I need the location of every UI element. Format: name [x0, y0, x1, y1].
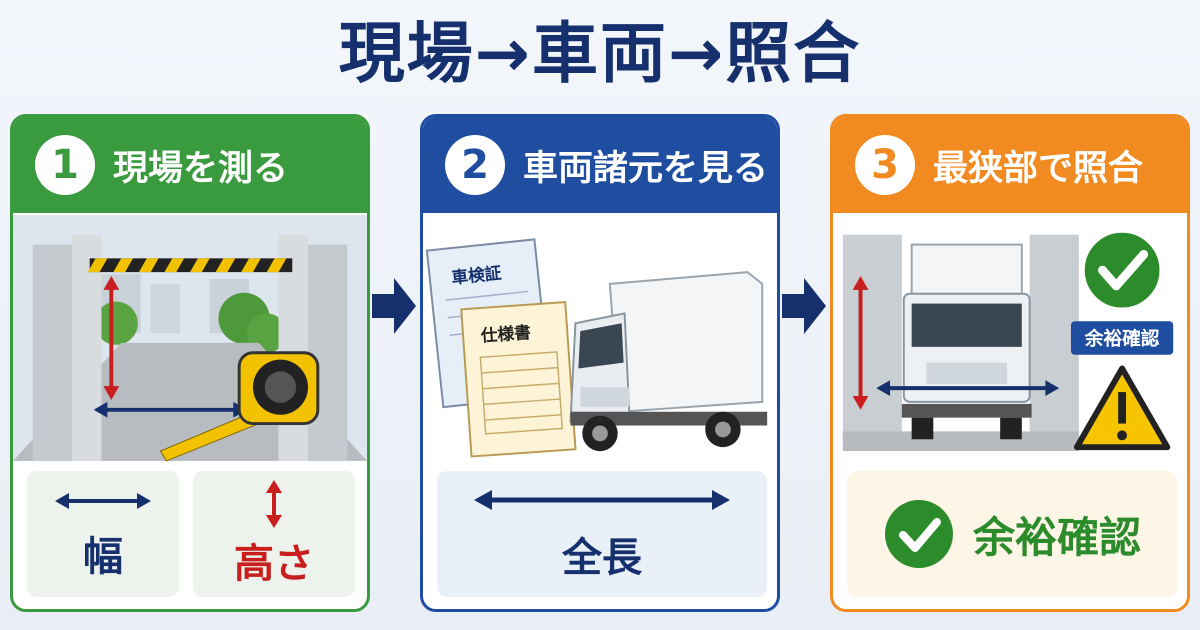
step-3-header: 3 最狭部で照合 [833, 117, 1187, 213]
width-arrow [876, 380, 1060, 397]
margin-badge-label: 余裕確認 [1084, 328, 1160, 350]
barrier-icon [87, 258, 293, 273]
step-1-header: 1 現場を測る [13, 117, 367, 213]
arrow-right-icon [782, 278, 826, 334]
height-arrow [103, 276, 120, 400]
check-icon [1080, 228, 1164, 312]
spec-doc-label: 仕様書 [479, 322, 532, 346]
width-label-box: 幅 [27, 471, 179, 597]
height-arrow [852, 276, 869, 410]
tape-measure-icon [159, 351, 320, 462]
width-arrow-icon [55, 493, 151, 509]
check-icon [884, 500, 953, 568]
height-arrow-icon [266, 480, 282, 528]
step-2-title: 車両諸元を見る [523, 148, 769, 189]
arrow-right-icon [372, 278, 416, 334]
warning-icon [1073, 365, 1171, 451]
spec-document-icon: 仕様書 [460, 301, 577, 458]
step-1-number: 1 [35, 135, 95, 195]
step-1-title: 現場を測る [113, 148, 289, 189]
vehicle-spec-illustration: 車検証 仕様書 [423, 215, 777, 461]
length-arrow-icon [474, 490, 730, 510]
step-1-panel: 1 現場を測る [10, 114, 370, 612]
step-3-title: 最狭部で照合 [933, 148, 1144, 189]
truck-icon [569, 271, 768, 452]
result-box: 余裕確認 [847, 471, 1177, 597]
step-3-number: 3 [855, 135, 915, 195]
height-label-box: 高さ [193, 471, 355, 597]
height-label: 高さ [234, 541, 314, 587]
step-2-number: 2 [445, 135, 505, 195]
step-2-header: 2 車両諸元を見る [423, 117, 777, 213]
clearance-check-illustration: 余裕確認 [833, 215, 1187, 461]
truck-front-icon [901, 243, 1032, 440]
length-label-box: 全長 [437, 471, 767, 597]
step-2-panel: 2 車両諸元を見る 車検証 仕様書 [420, 114, 780, 612]
tree-icon [94, 292, 287, 353]
site-measure-illustration [13, 215, 367, 462]
width-label: 幅 [83, 534, 123, 580]
margin-badge [1070, 321, 1174, 355]
step-3-panel: 3 最狭部で照合 余裕確認 [830, 114, 1190, 612]
page-title: 現場→車両→照合 [338, 15, 862, 92]
result-label: 余裕確認 [972, 512, 1141, 562]
length-label: 全長 [562, 535, 642, 581]
